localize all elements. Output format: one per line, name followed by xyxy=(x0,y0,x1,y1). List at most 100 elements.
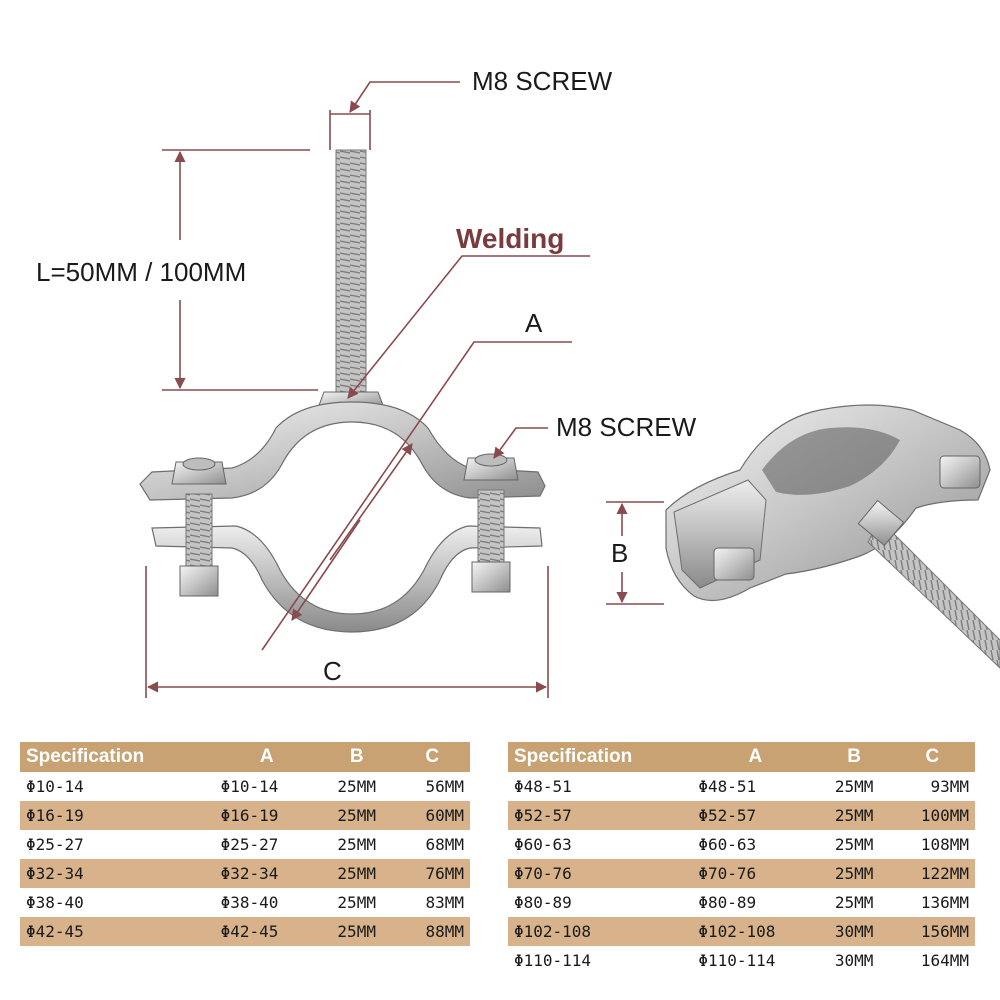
cell-specification: Φ10-14 xyxy=(20,772,215,801)
cell-b: 25MM xyxy=(318,917,395,946)
right-bolt-thread xyxy=(477,489,505,563)
cell-c: 108MM xyxy=(889,830,975,859)
left-nut xyxy=(179,565,219,597)
cell-specification: Φ102-108 xyxy=(508,917,693,946)
diameter-a-leader xyxy=(261,341,572,651)
right-nut xyxy=(471,561,511,593)
cell-b: 25MM xyxy=(818,888,890,917)
cell-a: Φ102-108 xyxy=(692,917,819,946)
spec-table-left-header: Specification A B C xyxy=(20,742,470,772)
cell-b: 25MM xyxy=(318,830,395,859)
cell-specification: Φ52-57 xyxy=(508,801,693,830)
side-screw-label: M8 SCREW xyxy=(556,412,697,442)
cell-a: Φ32-34 xyxy=(214,859,319,888)
cell-b: 25MM xyxy=(318,801,395,830)
header-b: B xyxy=(818,742,890,772)
cell-c: 100MM xyxy=(889,801,975,830)
top-screw-leader xyxy=(349,81,460,113)
welding-leader xyxy=(347,255,590,399)
cell-specification: Φ38-40 xyxy=(20,888,215,917)
welding-label: Welding xyxy=(456,223,564,254)
cell-specification: Φ110-114 xyxy=(508,946,693,975)
cell-a: Φ42-45 xyxy=(214,917,319,946)
cell-a: Φ60-63 xyxy=(692,830,819,859)
left-bolt-thread xyxy=(185,493,213,567)
header-specification: Specification xyxy=(20,742,215,772)
diameter-a-arrow-top xyxy=(329,443,413,561)
side-bolt-head-lower xyxy=(713,547,755,581)
cell-a: Φ48-51 xyxy=(692,772,819,801)
diameter-a-arrow-bottom xyxy=(291,519,361,621)
lower-band xyxy=(151,525,543,633)
cell-a: Φ70-76 xyxy=(692,859,819,888)
dim-c-label: C xyxy=(323,656,342,686)
clamp-front-view xyxy=(139,149,546,633)
cell-c: 76MM xyxy=(394,859,470,888)
left-bolt-cap xyxy=(182,457,216,471)
length-label: L=50MM / 100MM xyxy=(36,257,246,287)
cell-c: 83MM xyxy=(394,888,470,917)
dim-a-label: A xyxy=(525,308,543,338)
cell-a: Φ16-19 xyxy=(214,801,319,830)
spec-table-right-header: Specification A B C xyxy=(508,742,975,772)
cell-c: 56MM xyxy=(394,772,470,801)
cell-c: 164MM xyxy=(889,946,975,975)
cell-b: 30MM xyxy=(818,917,890,946)
cell-a: Φ25-27 xyxy=(214,830,319,859)
side-bolt-head-upper xyxy=(939,455,981,489)
side-weld-nut xyxy=(857,499,905,547)
cell-specification: Φ32-34 xyxy=(20,859,215,888)
clamp-side-view xyxy=(665,404,1000,669)
cell-b: 25MM xyxy=(818,859,890,888)
header-specification: Specification xyxy=(508,742,693,772)
cell-specification: Φ60-63 xyxy=(508,830,693,859)
right-bolt-cap xyxy=(474,453,508,467)
top-screw-label: M8 SCREW xyxy=(472,66,613,96)
header-c: C xyxy=(889,742,975,772)
header-b: B xyxy=(318,742,395,772)
cell-c: 68MM xyxy=(394,830,470,859)
cell-a: Φ38-40 xyxy=(214,888,319,917)
cell-c: 60MM xyxy=(394,801,470,830)
cell-b: 25MM xyxy=(318,859,395,888)
header-c: C xyxy=(394,742,470,772)
cell-c: 122MM xyxy=(889,859,975,888)
cell-a: Φ110-114 xyxy=(692,946,819,975)
cell-b: 25MM xyxy=(818,830,890,859)
cell-b: 25MM xyxy=(818,801,890,830)
cell-b: 30MM xyxy=(818,946,890,975)
threaded-rod xyxy=(335,149,367,396)
cell-c: 93MM xyxy=(889,772,975,801)
dim-b-label: B xyxy=(611,538,628,568)
cell-b: 25MM xyxy=(318,772,395,801)
cell-c: 156MM xyxy=(889,917,975,946)
cell-a: Φ80-89 xyxy=(692,888,819,917)
cell-b: 25MM xyxy=(818,772,890,801)
side-clamp-inner xyxy=(762,427,900,495)
cell-a: Φ10-14 xyxy=(214,772,319,801)
side-screw-leader xyxy=(493,427,548,459)
cell-specification: Φ80-89 xyxy=(508,888,693,917)
header-a: A xyxy=(692,742,819,772)
cell-c: 136MM xyxy=(889,888,975,917)
header-a: A xyxy=(214,742,319,772)
cell-a: Φ52-57 xyxy=(692,801,819,830)
side-threaded-rod xyxy=(867,519,1000,669)
cell-specification: Φ48-51 xyxy=(508,772,693,801)
cell-b: 25MM xyxy=(318,888,395,917)
